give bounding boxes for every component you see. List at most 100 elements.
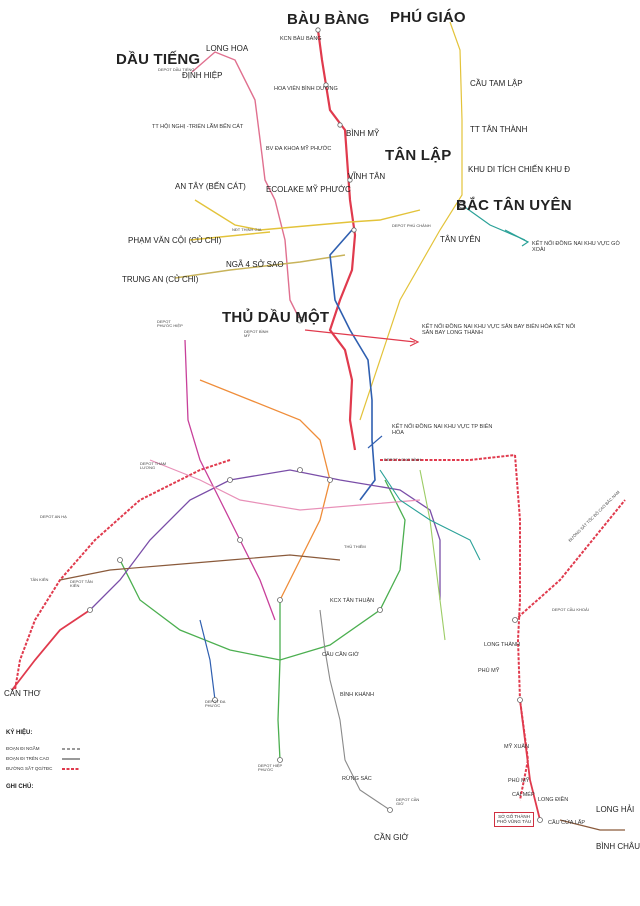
label-kcn-bau-bang: KCN BÀU BÀNG (280, 36, 322, 42)
legend-hsr: ĐƯỜNG SẮT QG/TĐC (6, 766, 53, 771)
label-nga-4-so-sao: NGÃ 4 SỞ SAO (226, 260, 284, 269)
label-vinh-tan: VĨNH TÂN (348, 172, 386, 181)
label-phu-my: PHÚ MỸ (508, 778, 530, 784)
station-marker (297, 467, 303, 473)
line-red-cantho (11, 609, 91, 691)
label-rung-sac: RỪNG SÁC (342, 776, 372, 782)
line-khaki (174, 254, 346, 279)
label-depot-long-binh: DEPOT LONG BÌNH (384, 457, 421, 462)
station-marker (512, 617, 518, 623)
core-line-pink (149, 459, 421, 511)
arrow-bien-hoa-airport (304, 329, 420, 347)
region-can-gio: CẦN GIỜ (374, 833, 409, 842)
station-marker (277, 597, 283, 603)
label-depot-cau-khoai: DEPOT CẦU KHOẢI (552, 607, 589, 612)
vung-tau-box: SỞ GỐ THÀNH PHỐ VŨNG TÀU (494, 812, 534, 827)
label-pham-van-coi: PHẠM VĂN CỘI (CỦ CHI) (128, 236, 222, 245)
label-depot-tham-luong: DEPOT THAM LƯƠNG (140, 461, 167, 471)
label-cai-mep: CÁI MÉP (512, 792, 535, 798)
notes-title: GHI CHÚ: (6, 784, 34, 790)
label-depot-binh-my: DEPOT BÌNH MỸ (244, 329, 269, 339)
core-line-lightgreen (419, 469, 446, 641)
line-orange-cross (189, 199, 421, 241)
label-ket-noi-go-xoai: KẾT NỐI ĐỒNG NAI KHU VỰC GÒ XOÀI (532, 241, 620, 254)
region-bau-bang: BÀU BÀNG (287, 11, 370, 28)
label-bv-da-khoa: BV ĐA KHOA MỸ PHƯỚC (266, 146, 332, 152)
label-kcx-tan-thuan: KCX TÂN THUẬN (330, 598, 375, 604)
label-phu-my-1: PHÚ MỸ (478, 668, 500, 674)
station-marker (377, 607, 383, 613)
station-marker (87, 607, 93, 613)
station-marker (117, 557, 123, 563)
label-ket-noi-tp-bien-hoa: KẾT NỐI ĐỒNG NAI KHU VỰC TP BIÊN HÒA (392, 424, 493, 437)
label-binh-khanh: BÌNH KHÁNH (340, 692, 374, 698)
core-line-gray-south (319, 609, 391, 811)
label-depot-an-ha: DEPOT AN HẠ (40, 514, 67, 519)
label-tan-uyen: TÂN UYÊN (440, 235, 481, 244)
legend-elevated: ĐOẠN ĐI TRÊN CAO (6, 756, 50, 761)
label-long-dien: LONG ĐIỀN (538, 797, 569, 803)
label-hoa-vien: HOA VIÊN BÌNH DƯƠNG (274, 86, 338, 92)
legend-underground: ĐOẠN ĐI NGẦM (6, 746, 40, 751)
station-marker (227, 477, 233, 483)
core-ring-green (119, 479, 406, 661)
line-yellow-northeast (359, 21, 463, 421)
arrow-go-xoai (504, 229, 530, 247)
label-depot-phu-chanh: DEPOT PHÚ CHÁNH (392, 223, 431, 228)
label-long-thanh: LONG THÀNH (484, 642, 520, 648)
label-depot-da-phuoc: DEPOT ĐA PHƯỚC (205, 699, 226, 709)
core-line-teal (379, 469, 481, 561)
label-depot-hiep-phuoc: DEPOT HIỆP PHƯỚC (258, 763, 283, 773)
station-marker (277, 757, 283, 763)
station-marker (537, 817, 543, 823)
region-thu-dau-mot: THỦ DẦU MỘT (222, 309, 330, 326)
label-long-hoa: LONG HOA (206, 44, 249, 53)
core-line-orange (199, 379, 331, 601)
label-depot-can-gio: DEPOT CẦN GIỜ (396, 797, 420, 807)
arrow-bien-hoa-city (367, 435, 383, 449)
station-marker (315, 27, 321, 33)
station-marker (351, 227, 357, 233)
label-cau-tam-lap: CẦU TAM LẬP (470, 79, 523, 88)
station-marker (212, 697, 218, 703)
line-magenta-northwest (191, 51, 301, 321)
region-tan-lap: TÂN LẬP (385, 147, 452, 164)
line-blue-central (329, 229, 376, 501)
region-phu-giao: PHÚ GIÁO (390, 9, 466, 26)
label-cau-can-gio: CẦU CẦN GIỜ (322, 652, 359, 658)
legend-samples (62, 748, 80, 770)
station-marker (337, 122, 343, 128)
label-ecolake: ECOLAKE MỸ PHƯỚC (266, 185, 351, 194)
line-red-north (316, 29, 357, 451)
label-ket-noi-bien-hoa-airport: KẾT NỐI ĐỒNG NAI KHU VỰC SÂN BAY BIÊN HÒ… (422, 324, 576, 337)
region-dau-tieng: DẦU TIẾNG (116, 51, 201, 68)
label-khu-di-tich: KHU DI TÍCH CHIẾN KHU Đ (468, 165, 571, 174)
stations (87, 27, 543, 823)
label-vung-tau: SỞ GỐ THÀNH PHỐ VŨNG TÀU (496, 814, 532, 825)
line-brown-longhai (559, 819, 625, 831)
label-dinh-hiep: ĐỊNH HIỆP (182, 71, 223, 80)
label-depot-dau-tieng: DEPOT DẦU TIẾNG (158, 67, 195, 72)
station-marker (327, 477, 333, 483)
core-line-green-south (277, 600, 281, 761)
hsr-line (14, 454, 626, 801)
label-depot-tan-kien: DEPOT TÂN KIÊN (70, 579, 93, 589)
region-bac-tan-uyen: BẮC TÂN UYÊN (456, 197, 572, 214)
line-vungtau (519, 699, 541, 821)
label-cau-cua-lap: CẦU CỬA LẤP (548, 820, 586, 826)
label-thu-thiem: THỦ THIÊM (344, 544, 366, 549)
label-my-xuan: MỸ XUÂN (504, 744, 530, 750)
station-marker (237, 537, 243, 543)
label-binh-my: BÌNH MỸ (346, 129, 380, 138)
core-line-blue-south (199, 619, 216, 701)
station-marker (323, 82, 329, 88)
legend-title: KÝ HIỆU: (6, 730, 33, 736)
station-marker (387, 807, 393, 813)
core-line-brown (59, 554, 341, 581)
station-marker (458, 201, 466, 209)
region-can-tho: CẦN THƠ (4, 689, 41, 698)
station-marker (517, 697, 523, 703)
label-ndt-thinh-gia: NĐT THỊNH GIA (232, 227, 262, 232)
region-binh-chau: BÌNH CHÂU (596, 842, 640, 851)
